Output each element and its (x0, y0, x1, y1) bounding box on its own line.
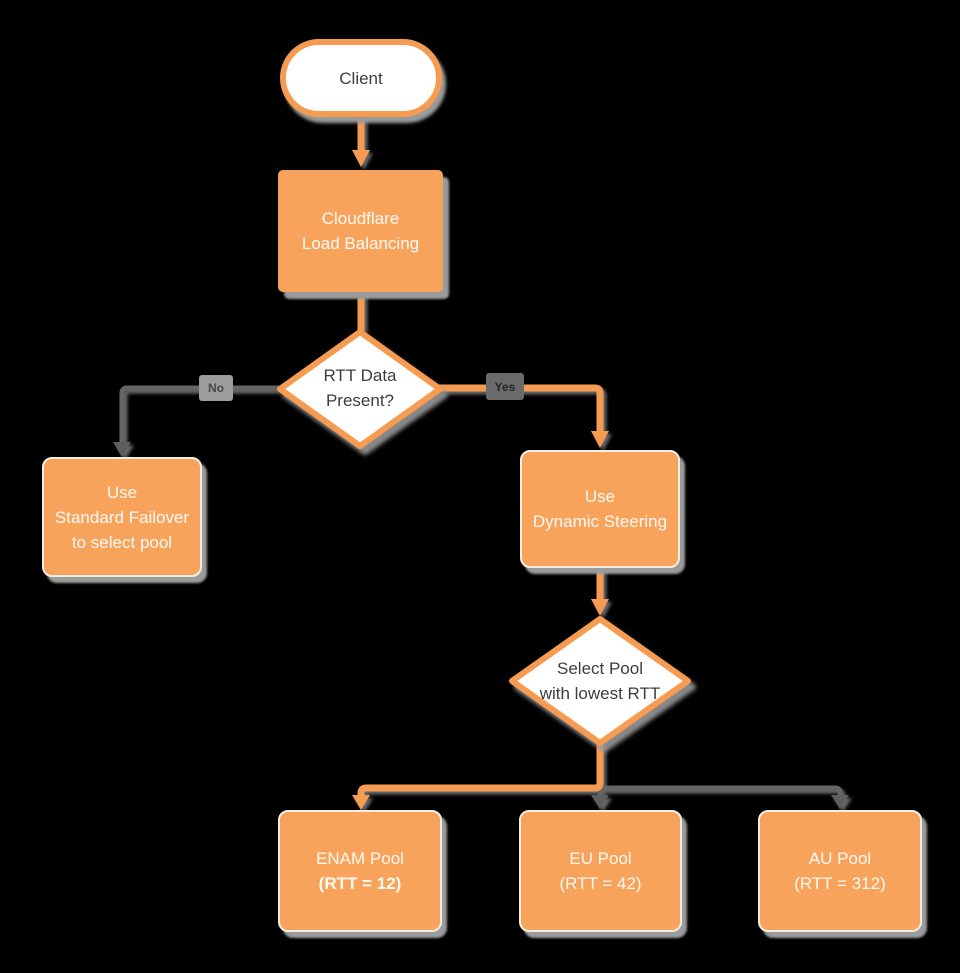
arrowhead-dynamic-steering (591, 431, 609, 448)
arrowhead-loadbalancer (352, 150, 370, 167)
node-cloudflare-load-balancing: Cloudflare Load Balancing (278, 170, 443, 292)
standard-failover-line1: Use (106, 482, 138, 502)
rtt-decision-diamond (277, 329, 443, 449)
arrowhead-eu-pool (591, 795, 609, 809)
node-dynamic-steering: Use Dynamic Steering (520, 450, 680, 568)
edge-label-no: No (199, 375, 233, 401)
rtt-decision-line1: RTT Data (323, 366, 397, 385)
node-select-pool-label: Select Pool with lowest RTT (512, 650, 688, 712)
eu-pool-rtt: (RTT = 42) (559, 874, 642, 893)
node-enam-pool: ENAM Pool (RTT = 12) (278, 810, 442, 932)
edge-no-branch (119, 385, 281, 442)
node-rtt-decision-shape (277, 329, 443, 449)
enam-pool-line1: ENAM Pool (316, 849, 404, 868)
node-cloudflare-line1: Cloudflare (321, 209, 400, 228)
node-cloudflare-line2: Load Balancing (301, 234, 420, 253)
enam-pool-rtt: (RTT = 12) (318, 874, 402, 893)
arrowhead-select-pool (591, 599, 609, 616)
rtt-decision-line2: Present? (325, 391, 395, 410)
node-au-pool: AU Pool (RTT = 312) (758, 810, 922, 932)
edge-yes-branch (439, 384, 604, 432)
arrowhead-au-pool (831, 795, 849, 809)
node-rtt-decision-label: RTT Data Present? (292, 357, 428, 419)
node-select-pool-shape (509, 616, 691, 746)
au-pool-rtt: (RTT = 312) (794, 874, 886, 893)
node-standard-failover: Use Standard Failover to select pool (42, 457, 202, 577)
eu-pool-line1: EU Pool (569, 849, 632, 868)
node-client-label: Client (339, 68, 383, 88)
node-eu-pool: EU Pool (RTT = 42) (519, 810, 682, 932)
select-pool-line1: Select Pool (557, 659, 643, 678)
edge-to-au-pool (600, 785, 843, 796)
dynamic-steering-line1: Use (584, 487, 616, 506)
edge-label-yes: Yes (486, 373, 524, 400)
node-client: Client (280, 39, 442, 117)
dynamic-steering-line2: Dynamic Steering (532, 512, 668, 531)
arrowhead-enam-pool (352, 795, 370, 810)
edge-to-enam-pool (357, 743, 604, 797)
arrowhead-standard-failover (113, 442, 131, 457)
au-pool-line1: AU Pool (808, 849, 872, 868)
select-pool-line2: with lowest RTT (539, 684, 661, 703)
select-pool-diamond (509, 616, 691, 746)
standard-failover-line2: Standard Failover (54, 507, 190, 527)
standard-failover-line3: to select pool (71, 532, 173, 552)
